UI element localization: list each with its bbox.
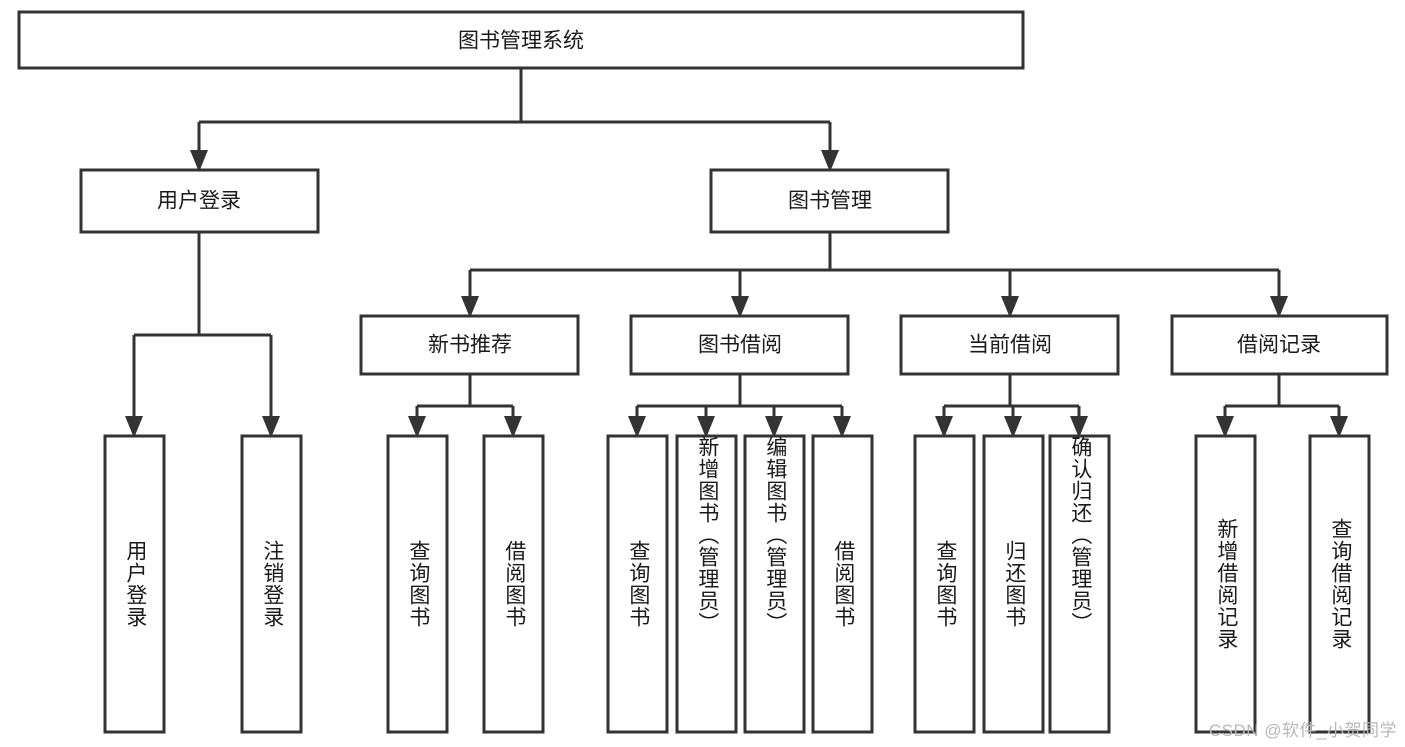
node-user-login-box[interactable] bbox=[79, 168, 320, 234]
node-root[interactable]: 图书管理系统 bbox=[17, 10, 1025, 70]
node-user-login-label: 用户登录 bbox=[157, 190, 241, 213]
node-current-borrow-box[interactable] bbox=[899, 314, 1120, 376]
node-book-borrow-box[interactable] bbox=[629, 314, 850, 376]
node-root-box[interactable] bbox=[17, 10, 1025, 70]
connector-group-newbook bbox=[408, 374, 522, 438]
node-new-book-recommend-label: 新书推荐 bbox=[428, 334, 512, 357]
leaf-box-query-book-borrow[interactable] bbox=[606, 434, 669, 734]
node-current-borrow[interactable]: 当前借阅 bbox=[899, 314, 1120, 376]
node-borrow-records-box[interactable] bbox=[1170, 314, 1389, 376]
node-book-management[interactable]: 图书管理 bbox=[709, 168, 950, 234]
leaf-box-logout[interactable] bbox=[240, 434, 303, 734]
node-book-management-label: 图书管理 bbox=[788, 190, 872, 213]
connector-group-login bbox=[125, 232, 280, 438]
leaf-box-query-borrow-record[interactable] bbox=[1308, 434, 1371, 734]
connector-group-bookmgmt bbox=[461, 232, 1288, 318]
leaf-box-add-borrow-record[interactable] bbox=[1194, 434, 1257, 734]
node-user-login[interactable]: 用户登录 bbox=[79, 168, 320, 234]
leaf-box-borrow-book[interactable] bbox=[811, 434, 874, 734]
leaf-box-query-book-new[interactable] bbox=[386, 434, 449, 734]
leaf-box-return-book[interactable] bbox=[982, 434, 1045, 734]
leaf-box-user-login[interactable] bbox=[103, 434, 166, 734]
node-current-borrow-label: 当前借阅 bbox=[968, 334, 1052, 357]
connector-group-root bbox=[190, 68, 839, 172]
node-borrow-records-label: 借阅记录 bbox=[1237, 334, 1321, 357]
node-new-book-recommend[interactable]: 新书推荐 bbox=[359, 314, 580, 376]
node-book-management-box[interactable] bbox=[709, 168, 950, 234]
node-new-book-recommend-box[interactable] bbox=[359, 314, 580, 376]
connector-group-records bbox=[1216, 374, 1348, 438]
leaf-box-add-book-admin[interactable] bbox=[675, 434, 738, 734]
node-book-borrow[interactable]: 图书借阅 bbox=[629, 314, 850, 376]
node-borrow-records[interactable]: 借阅记录 bbox=[1170, 314, 1389, 376]
leaf-box-confirm-return-admin[interactable] bbox=[1048, 434, 1111, 734]
connector-group-borrow bbox=[628, 374, 851, 438]
leaf-box-borrow-book-new[interactable] bbox=[482, 434, 545, 734]
csdn-watermark: CSDN @软件_小贺同学 bbox=[1208, 721, 1397, 740]
node-book-borrow-label: 图书借阅 bbox=[698, 334, 782, 357]
node-root-label: 图书管理系统 bbox=[458, 30, 584, 53]
leaf-box-edit-book-admin[interactable] bbox=[743, 434, 806, 734]
connector-group-current bbox=[935, 374, 1088, 438]
leaf-box-query-book-current[interactable] bbox=[913, 434, 976, 734]
